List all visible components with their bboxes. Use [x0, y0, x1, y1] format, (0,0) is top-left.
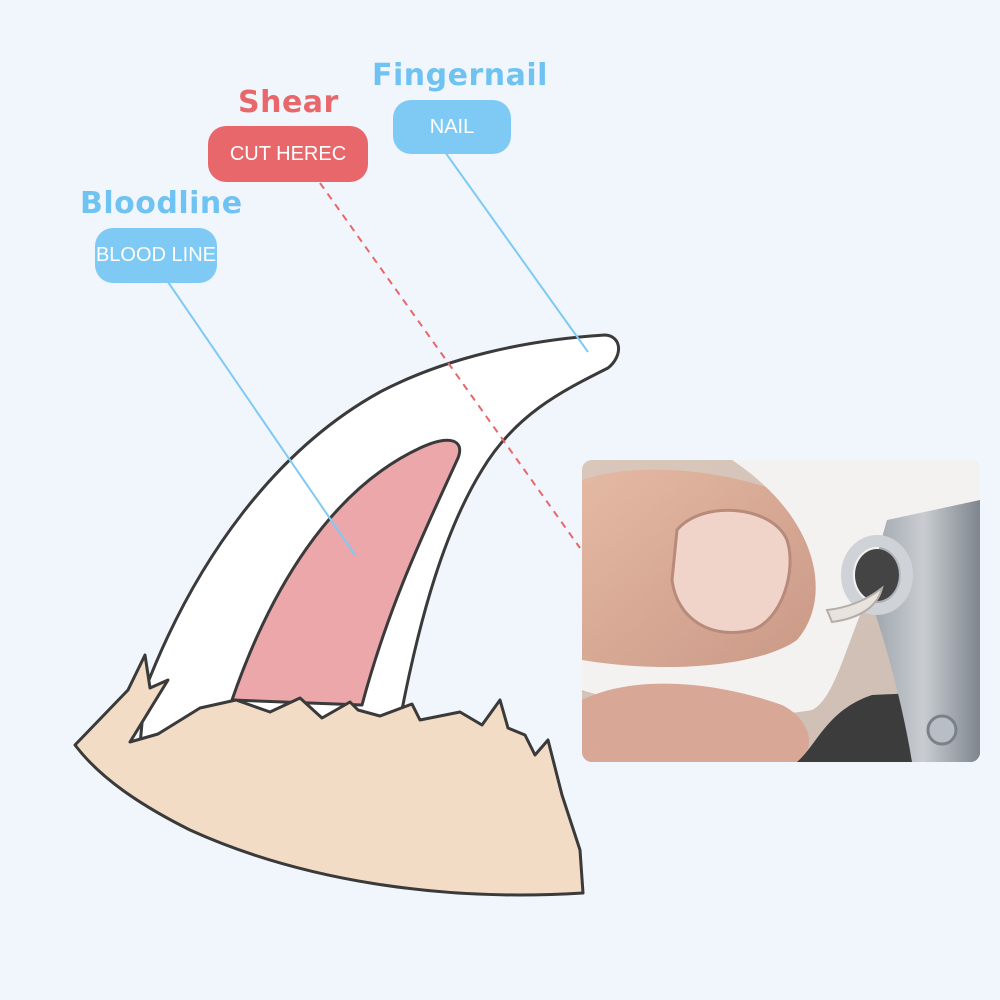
fingernail-heading: Fingernail: [372, 58, 548, 93]
bloodline-heading: Bloodline: [80, 186, 243, 221]
photo-lower-finger: [582, 683, 809, 762]
photo-white-fur: [582, 460, 980, 714]
nail-tag: NAIL: [393, 100, 511, 154]
cut-here-tag: CUT HEREC: [208, 126, 368, 182]
bloodline-leader-line: [167, 281, 356, 556]
paw-skin-shape: [73, 653, 585, 897]
nail-leader-line: [444, 151, 589, 353]
cut-here-dashed-line: [319, 182, 581, 549]
nail-clipping-photo: [582, 460, 980, 762]
quick-bloodline-shape: [230, 438, 462, 707]
shear-heading: Shear: [238, 85, 339, 120]
photo-thumbnail: [670, 508, 792, 635]
blood-line-tag: BLOOD LINE: [95, 228, 217, 283]
